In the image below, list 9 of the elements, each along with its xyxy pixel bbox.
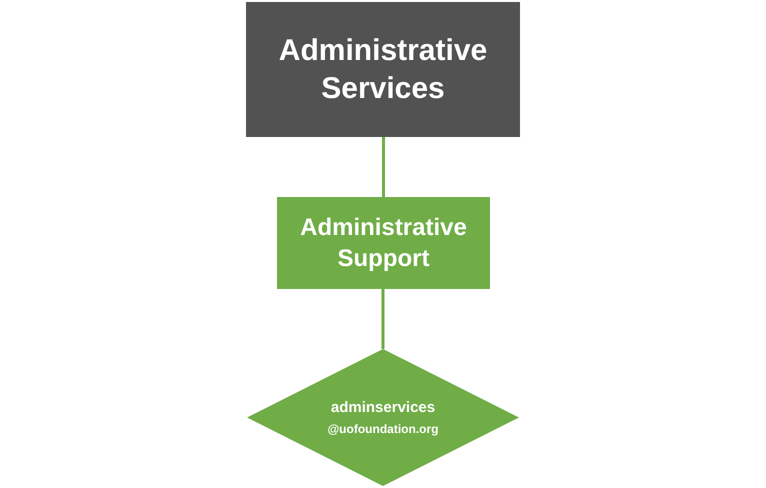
decision-diamond (247, 349, 519, 486)
process-box (277, 197, 490, 289)
node-text: Administrative Services (278, 33, 488, 106)
connector-line (382, 137, 385, 197)
process-box (246, 2, 520, 137)
node-text: adminservices (330, 398, 436, 418)
connector-line (382, 289, 384, 349)
node-text: @uofoundation.org (326, 420, 440, 438)
node-text: Administrative Support (299, 212, 468, 274)
